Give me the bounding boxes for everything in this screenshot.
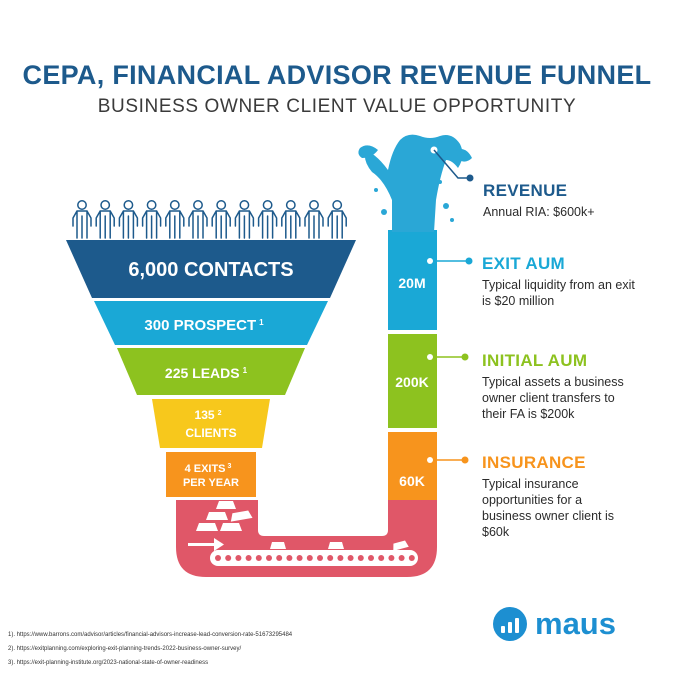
funnel-tier-exits — [166, 452, 256, 497]
gold-bars-icon — [196, 501, 409, 551]
person-icon — [141, 200, 162, 239]
person-icon — [72, 200, 92, 239]
person-icon — [257, 200, 278, 239]
clients-word-label: CLIENTS — [185, 426, 236, 440]
connector-revenue — [433, 149, 474, 182]
conveyor-roller — [296, 555, 303, 561]
page-subtitle: BUSINESS OWNER CLIENT VALUE OPPORTUNITY — [97, 96, 577, 117]
conveyor-roller — [306, 555, 313, 561]
person-icon — [95, 200, 115, 239]
person-icon — [281, 200, 301, 239]
funnel-tier-leads — [117, 348, 305, 395]
maus-logo: maus — [493, 606, 616, 642]
conveyor-roller — [245, 555, 252, 561]
pipe-segment-initial-aum — [388, 334, 437, 428]
initial-value-label: 200K — [395, 374, 428, 390]
initial-aum-title: INITIAL AUM — [482, 351, 588, 370]
contacts-label: 6,000 CONTACTS — [128, 259, 293, 281]
revenue-title: REVENUE — [483, 181, 568, 200]
conveyor-roller — [255, 555, 262, 561]
footnote-2[interactable]: 2). https://exitplanning.com/exploring-e… — [8, 646, 242, 652]
connector-exit-aum — [427, 257, 473, 265]
initial-aum-desc: Typical assets a business owner client t… — [482, 375, 624, 421]
conveyor-roller — [398, 555, 405, 561]
connector-insurance — [427, 456, 469, 464]
conveyor-roller — [286, 555, 293, 561]
person-icon — [188, 200, 208, 239]
insurance-value-label: 60K — [399, 473, 425, 489]
bar-chart-icon — [493, 607, 527, 641]
insurance-desc: Typical insurance opportunities for a bu… — [482, 477, 615, 539]
people-icons — [72, 200, 347, 239]
exit-aum-desc: Typical liquidity from an exit is $20 mi… — [482, 278, 635, 308]
conveyor-roller — [368, 555, 374, 561]
insurance-title: INSURANCE — [482, 453, 586, 472]
footnote-3[interactable]: 3). https://exit-planning-institute.org/… — [8, 660, 209, 666]
person-icon — [118, 200, 139, 239]
conveyor-roller — [266, 555, 272, 561]
revenue-desc: Annual RIA: $600k+ — [483, 205, 595, 219]
exits-line2-label: PER YEAR — [183, 477, 239, 489]
person-icon — [304, 200, 324, 239]
conveyor-roller — [225, 555, 232, 561]
initial-aum-block: INITIAL AUM Typical assets a business ow… — [482, 351, 632, 422]
funnel-tier-clients — [152, 399, 270, 448]
water-splash-icon — [358, 134, 472, 232]
funnel-tier-contacts — [66, 240, 356, 298]
person-icon — [234, 200, 255, 239]
person-icon — [165, 200, 185, 239]
footnote-1[interactable]: 1). https://www.barrons.com/advisor/arti… — [8, 632, 293, 638]
conveyor-roller — [357, 555, 364, 561]
conveyor-roller — [235, 555, 242, 561]
exit-value-label: 20M — [398, 275, 425, 291]
arrow-right-icon — [188, 538, 224, 551]
conveyor-roller — [378, 555, 385, 561]
conveyor-roller — [347, 555, 354, 561]
exit-aum-title: EXIT AUM — [482, 254, 565, 273]
exit-aum-block: EXIT AUM Typical liquidity from an exit … — [482, 254, 642, 309]
conveyor-belt — [210, 550, 418, 566]
conveyor-roller — [337, 555, 344, 561]
conveyor-roller — [388, 555, 395, 561]
funnel-tier-prospect — [94, 301, 328, 345]
conveyor-rollers — [215, 555, 415, 561]
conveyor-roller — [327, 555, 334, 561]
pipe-channel — [258, 500, 388, 536]
conveyor-roller — [317, 555, 323, 561]
logo-text: maus — [535, 606, 616, 641]
revenue-block: REVENUE Annual RIA: $600k+ — [483, 181, 663, 220]
pipe-segment-exit-aum — [388, 230, 437, 330]
conveyor-roller — [276, 555, 283, 561]
conveyor-roller — [408, 555, 415, 561]
pipe-segment-insurance — [388, 432, 437, 500]
person-icon — [327, 200, 347, 239]
insurance-block: INSURANCE Typical insurance opportunitie… — [482, 453, 632, 540]
person-icon — [211, 200, 231, 239]
conveyor-roller — [215, 555, 221, 561]
page-title: CEPA, FINANCIAL ADVISOR REVENUE FUNNEL — [22, 60, 652, 90]
connector-initial-aum — [427, 353, 469, 361]
